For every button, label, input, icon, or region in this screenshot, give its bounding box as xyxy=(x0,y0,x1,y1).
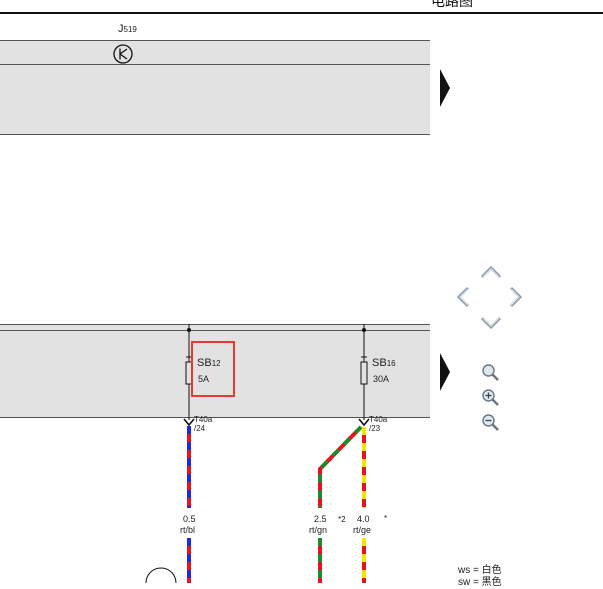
wire-rt-gn-note: *2 xyxy=(338,515,346,524)
zoom-icon[interactable] xyxy=(480,362,502,384)
fuse-sb12-label: SB12 xyxy=(197,358,221,369)
page-title: 电路图 xyxy=(431,0,473,9)
fuse-sb16-ref: SB xyxy=(372,357,387,369)
ground-point-icon xyxy=(145,567,177,583)
chevron-up-icon[interactable] xyxy=(480,265,502,279)
upper-band xyxy=(0,40,430,135)
wire-rt-gn-size: 2.5 xyxy=(314,514,327,524)
relay-label: J519 xyxy=(118,24,137,35)
fuse-sb16-label: SB16 xyxy=(372,358,396,369)
wire-rt-ge-code: rt/ge xyxy=(353,525,372,535)
wire-rt-gn xyxy=(318,425,363,583)
lower-band-divider xyxy=(0,330,430,331)
fuse-sb12-rating: 5A xyxy=(198,374,210,384)
relay-symbol-icon xyxy=(113,44,133,64)
legend-item: sw = 黑色 xyxy=(458,577,502,589)
connector-t40a-23-icon xyxy=(358,418,370,427)
connector-t40a-24-pin: /24 xyxy=(194,424,206,433)
chevron-left-icon[interactable] xyxy=(456,286,470,308)
upper-band-divider xyxy=(0,64,430,65)
legend-text: = 白色 xyxy=(473,565,502,576)
connector-t40a-23-pin: /23 xyxy=(369,424,381,433)
connector-t40a-23-label: T40a /23 xyxy=(369,415,387,433)
wire-rt-gn-code: rt/gn xyxy=(309,525,328,535)
zoom-out-icon[interactable] xyxy=(480,412,502,434)
fuse-sb12-sub: 12 xyxy=(211,359,221,368)
zoom-in-icon[interactable] xyxy=(480,387,502,409)
wire-rt-ge-size: 4.0 xyxy=(357,514,370,524)
fuse-sb16-icon xyxy=(360,355,368,420)
connector-t40a-24-label: T40a /24 xyxy=(194,415,212,433)
connector-t40a-24-icon xyxy=(183,418,195,427)
fuse-sb16-sub: 16 xyxy=(386,359,396,368)
legend-code: ws xyxy=(458,565,471,576)
header-rule xyxy=(0,12,603,14)
wire-rt-ge-note: * xyxy=(384,514,388,523)
fuse-sb16-rating: 30A xyxy=(373,374,390,384)
legend-item: ws = 白色 xyxy=(458,565,502,577)
page-next-arrow-top[interactable] xyxy=(440,69,450,107)
relay-sub: 519 xyxy=(123,25,137,34)
chevron-down-icon[interactable] xyxy=(480,316,502,330)
connector-t40a-23-ref: T40a xyxy=(369,415,388,424)
color-legend: ws = 白色 sw = 黑色 xyxy=(458,565,502,589)
relay-ref: J xyxy=(118,23,124,35)
wire-rt-bl-size: 0.5 xyxy=(183,514,196,524)
highlight-box[interactable] xyxy=(191,341,235,397)
wire-rt-bl-code: rt/bl xyxy=(180,525,196,535)
fuse-sb12-ref: SB xyxy=(197,357,212,369)
connector-t40a-24-ref: T40a xyxy=(194,415,213,424)
fuse2-junction-dot xyxy=(362,328,366,332)
chevron-right-icon[interactable] xyxy=(509,286,523,308)
lower-band xyxy=(0,324,430,418)
page-next-arrow-bottom[interactable] xyxy=(440,353,450,391)
fuse1-junction-dot xyxy=(187,328,191,332)
